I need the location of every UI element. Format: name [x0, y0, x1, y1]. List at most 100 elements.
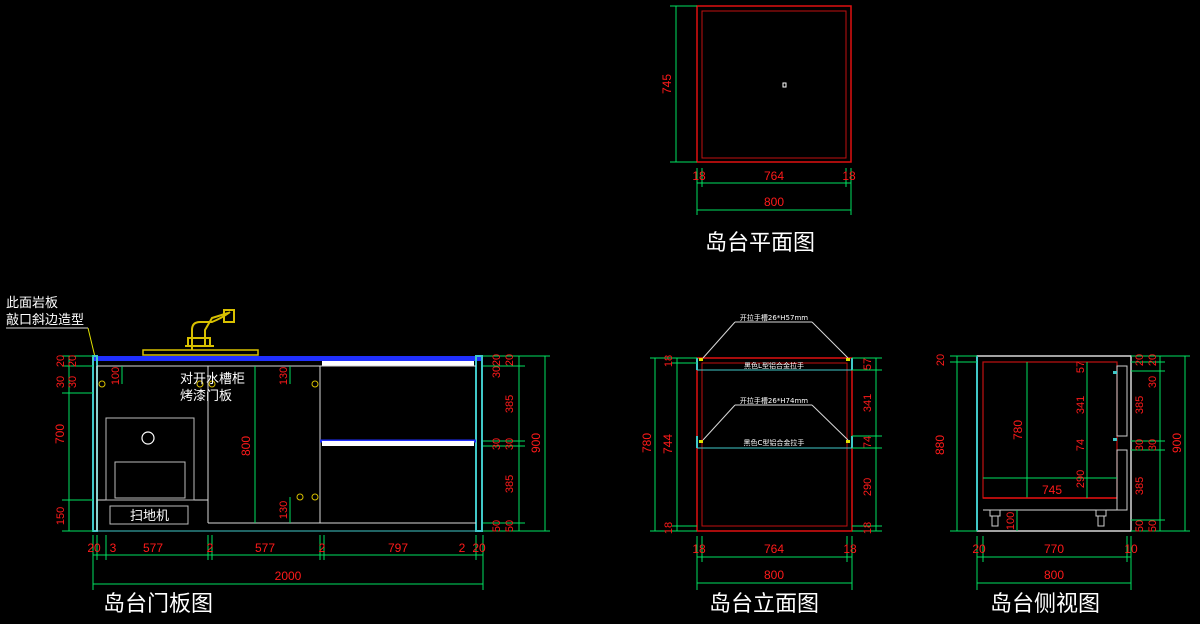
front-title: 岛台门板图: [103, 592, 213, 617]
front-left-dim-4: 30: [67, 376, 79, 388]
elev-right-dim-4: 290: [862, 478, 874, 496]
side-feet: [989, 509, 1107, 527]
elev-bottom-dim-2: 764: [764, 542, 784, 556]
front-right-dim-6: 50: [491, 520, 503, 532]
front-left-dim-5: 700: [53, 424, 67, 444]
side-right-dim-4b: 30: [1134, 439, 1146, 451]
front-right-dim-2: 30: [491, 366, 503, 378]
elev-left-dim-2: 744: [661, 434, 675, 454]
elev-bottom-dim-3: 18: [843, 542, 857, 556]
plan-outer-outline: [696, 5, 852, 163]
elev-total-dim: 800: [764, 568, 784, 582]
front-bottom-dim-8: 2: [459, 541, 466, 555]
robot-base: [109, 505, 189, 525]
front-bottom-dim-1: 20: [87, 541, 101, 555]
front-bottom-dim-5: 577: [255, 541, 275, 555]
side-bottom-dim-1: 20: [972, 542, 986, 556]
front-inner-dim-4: 130: [278, 501, 290, 519]
front-inner-dim-3: 800: [239, 436, 253, 456]
elev-inner-outline: [701, 362, 848, 527]
front-bottom-dim-2: 3: [110, 541, 117, 555]
elev-right-dim-3: 74: [862, 436, 874, 448]
robot-dock: [114, 461, 186, 499]
front-right-total: 900: [529, 433, 543, 453]
side-outer-outline: [976, 355, 1132, 532]
side-right-dim-4: 30: [1147, 439, 1159, 451]
elev-right-dim-5: 18: [862, 522, 874, 534]
sink-label-line2: 烤漆门板: [180, 388, 232, 404]
side-right-dim-6: 50: [1147, 520, 1159, 532]
front-bottom-dim-4: 2: [207, 541, 214, 555]
front-left-dim-2: 20: [67, 355, 79, 367]
elevation-view: 黑色L型铝合金拉手 黑色C型铝合金拉手 开拉手槽26*H57mm 开拉手槽26*…: [640, 313, 882, 617]
side-left-outer: 880: [933, 435, 947, 455]
side-mid-dim-2: 341: [1075, 396, 1087, 414]
elev-bottom-dim-1: 18: [692, 542, 706, 556]
elevation-title: 岛台立面图: [709, 592, 819, 617]
side-inner-dim-1: 780: [1011, 420, 1025, 440]
front-left-dim-6: 150: [55, 507, 67, 525]
side-mid-dim-1: 57: [1075, 361, 1087, 373]
elev-right-dim-2: 341: [862, 394, 874, 412]
stone-note-line1: 此面岩板: [6, 296, 58, 311]
side-left-top: 20: [935, 354, 947, 366]
front-total-dim: 2000: [275, 569, 302, 583]
sink-label-line1: 对开水槽柜: [180, 372, 245, 387]
side-mid-dim-4: 290: [1075, 470, 1087, 488]
plan-total-dim: 800: [764, 195, 784, 209]
front-bottom-dim-3: 577: [143, 541, 163, 555]
side-right-dim-2: 30: [1147, 376, 1159, 388]
front-right-dim-1: 20: [491, 354, 503, 366]
side-right-dim-6b: 50: [1134, 520, 1146, 532]
front-bottom-dim-6: 2: [319, 541, 326, 555]
plan-left-dim: 18: [692, 169, 706, 183]
front-bottom-dim-7: 797: [388, 541, 408, 555]
robot-niche: [105, 417, 195, 501]
side-inner-dim-3: 100: [1005, 512, 1017, 530]
front-right-dim-5: 385: [504, 475, 516, 493]
elev-handle2-note: 开拉手槽26*H74mm: [740, 396, 808, 405]
elev-handle1-note: 开拉手槽26*H57mm: [740, 313, 808, 322]
plan-right-dim: 18: [842, 169, 856, 183]
side-inner-dim-2: 745: [1042, 483, 1062, 497]
elev-handle2-label: 黑色C型铝合金拉手: [744, 438, 805, 447]
elev-left-dim-1: 18: [663, 355, 675, 367]
side-bottom-dim-3: 10: [1124, 542, 1138, 556]
side-total-dim: 800: [1044, 568, 1064, 582]
elev-handle1-label: 黑色L型铝合金拉手: [744, 361, 804, 370]
front-right-dim-1b: 20: [504, 354, 516, 366]
side-right-dim-3: 385: [1134, 396, 1146, 414]
front-right-dim-4: 30: [504, 438, 516, 450]
front-inner-dim-2: 130: [278, 367, 290, 385]
front-inner-dim-1: 100: [110, 367, 122, 385]
front-left-dim-3: 30: [55, 376, 67, 388]
faucet-icon: [185, 309, 235, 350]
plan-view: 745 18 764 18 800 岛台平面图: [660, 5, 856, 256]
countertop: [93, 356, 483, 361]
elev-right-dim-1: 57: [862, 358, 874, 370]
plan-inner-outline: [701, 10, 847, 159]
plan-height-dim: 745: [660, 74, 674, 94]
side-right-dim-1: 20: [1134, 354, 1146, 366]
front-view: 此面岩板 敲口斜边造型 扫: [6, 296, 550, 617]
robot-label: 扫地机: [130, 509, 169, 524]
robot-button-icon: [141, 431, 155, 445]
side-mid-dim-3: 74: [1075, 439, 1087, 451]
side-title: 岛台侧视图: [990, 592, 1100, 617]
side-bottom-dim-2: 770: [1044, 542, 1064, 556]
sink-top: [142, 349, 259, 356]
front-bottom-dim-9: 20: [472, 541, 486, 555]
elev-left-dim-3: 18: [663, 522, 675, 534]
front-left-dim-1: 20: [55, 355, 67, 367]
front-right-dim-6b: 50: [504, 520, 516, 532]
right-side-panel: [475, 355, 483, 532]
side-right-dim-1b: 20: [1147, 354, 1159, 366]
counter-highlight-2: [322, 441, 474, 446]
counter-highlight: [322, 361, 474, 366]
stone-note-line2: 敲口斜边造型: [6, 312, 84, 328]
side-view: 780 745 100 57 341 74 290 20 880 20 20 3…: [933, 354, 1190, 617]
elev-left-total: 780: [640, 433, 654, 453]
plan-title: 岛台平面图: [705, 231, 815, 256]
front-right-dim-3: 385: [504, 395, 516, 413]
